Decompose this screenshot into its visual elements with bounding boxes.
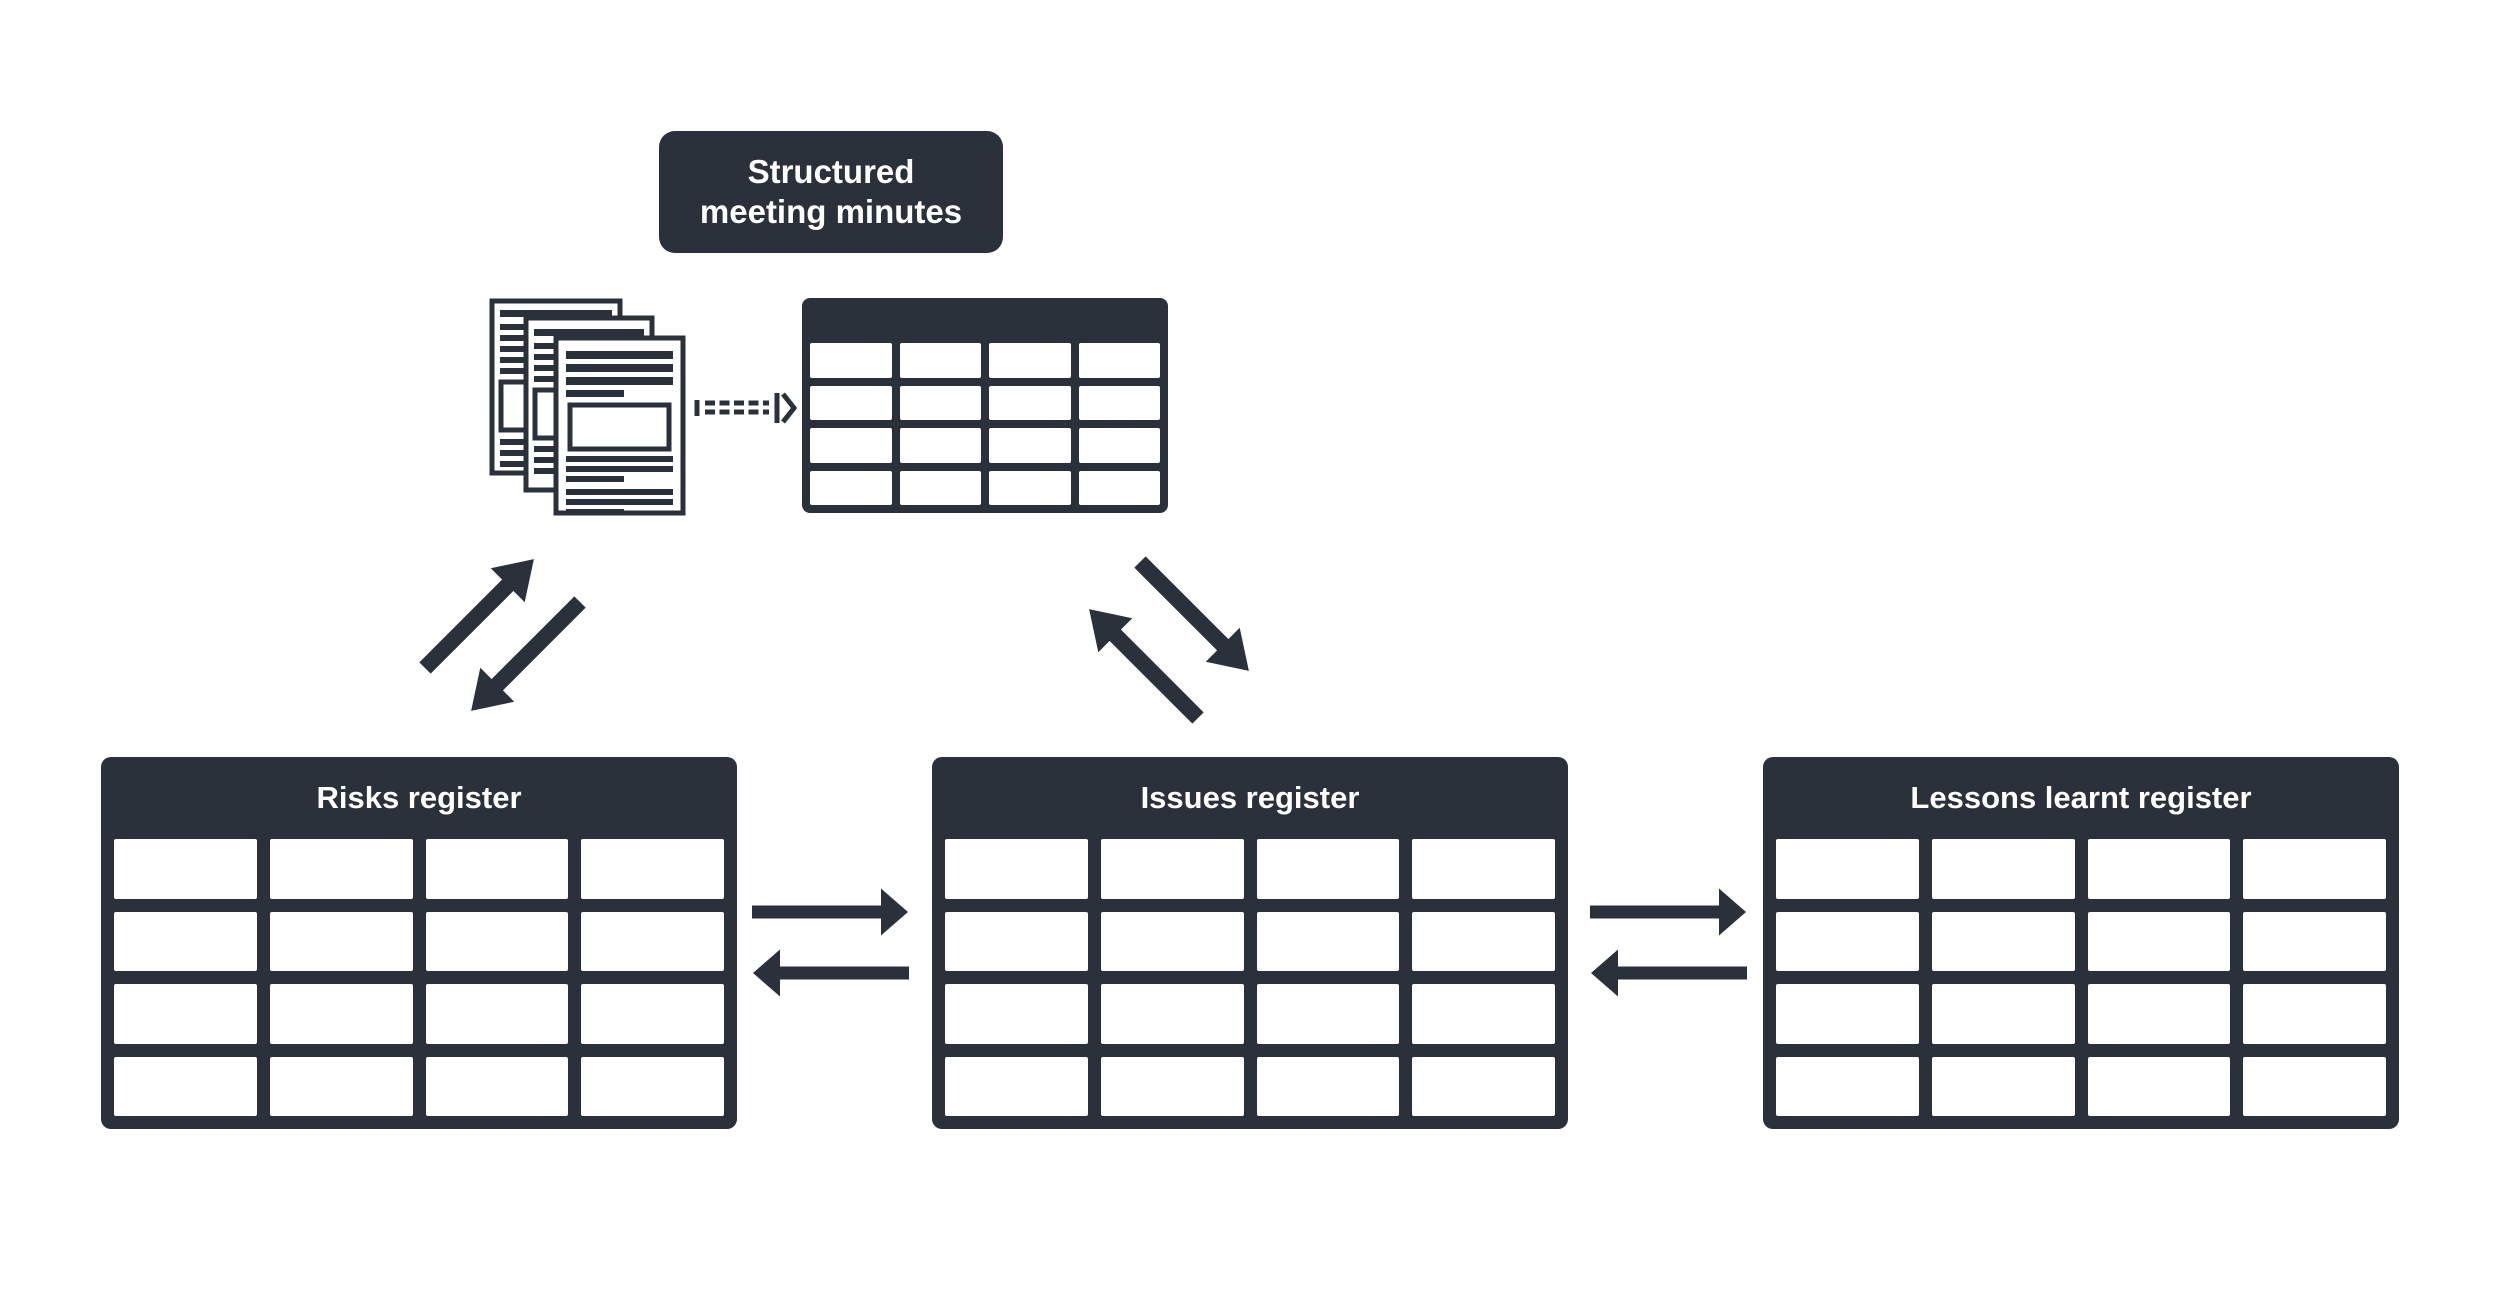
table-cell: [1078, 470, 1160, 505]
docs-to-table-dashed-arrow-icon: [694, 392, 798, 424]
lessons-learnt-register-table: Lessons learnt register: [1763, 757, 2399, 1129]
table-cell: [269, 911, 413, 971]
table-cell: [581, 1056, 724, 1116]
register-grid: [932, 839, 1568, 1129]
table-icon-header: [802, 298, 1168, 343]
table-cell: [425, 911, 569, 971]
table-cell: [425, 1056, 569, 1116]
table-cell: [1256, 1056, 1400, 1116]
table-cell: [1931, 984, 2075, 1044]
badge-line-2: meeting minutes: [699, 193, 963, 230]
table-cell: [581, 911, 724, 971]
table-cell: [1412, 1056, 1555, 1116]
table-cell: [810, 428, 892, 463]
table-cell: [2243, 1056, 2386, 1116]
table-cell: [810, 470, 892, 505]
table-cell: [581, 984, 724, 1044]
meeting-minutes-documents-icon: [489, 298, 686, 516]
table-cell: [1931, 1056, 2075, 1116]
structured-minutes-table-icon: [802, 298, 1168, 513]
register-title: Risks register: [316, 780, 522, 815]
table-cell: [1776, 911, 1919, 971]
table-cell: [1078, 428, 1160, 463]
table-cell: [269, 839, 413, 899]
table-cell: [810, 385, 892, 420]
table-cell: [945, 984, 1088, 1044]
table-cell: [945, 1056, 1088, 1116]
table-cell: [989, 428, 1071, 463]
table-cell: [899, 470, 981, 505]
table-cell: [1256, 839, 1400, 899]
table-cell: [2087, 1056, 2231, 1116]
table-cell: [114, 1056, 257, 1116]
table-cell: [2243, 839, 2386, 899]
table-cell: [2087, 911, 2231, 971]
table-cell: [989, 470, 1071, 505]
risks-issues-exchange-arrows-icon: [752, 888, 909, 997]
table-cell: [114, 984, 257, 1044]
risks-register-table: Risks register: [101, 757, 737, 1129]
register-title: Lessons learnt register: [1910, 780, 2252, 815]
table-cell: [2087, 839, 2231, 899]
register-grid: [101, 839, 737, 1129]
table-cell: [1100, 911, 1244, 971]
table-cell: [945, 839, 1088, 899]
table-icon-grid: [802, 343, 1168, 513]
table-cell: [899, 385, 981, 420]
table-cell: [1256, 911, 1400, 971]
table-cell: [1256, 984, 1400, 1044]
table-cell: [1412, 839, 1555, 899]
table-cell: [114, 911, 257, 971]
table-cell: [1100, 839, 1244, 899]
table-cell: [425, 839, 569, 899]
table-cell: [899, 428, 981, 463]
table-cell: [989, 343, 1071, 378]
table-cell: [1100, 1056, 1244, 1116]
table-cell: [425, 984, 569, 1044]
table-cell: [1931, 839, 2075, 899]
badge-line-1: Structured: [747, 153, 915, 190]
issues-lessons-exchange-arrows-icon: [1590, 888, 1747, 997]
table-cell: [2243, 911, 2386, 971]
table-cell: [899, 343, 981, 378]
table-cell: [269, 984, 413, 1044]
minutes-issues-sync-arrows-icon: [1089, 556, 1249, 724]
register-title: Issues register: [1140, 780, 1360, 815]
register-grid: [1763, 839, 2399, 1129]
table-cell: [1931, 911, 2075, 971]
table-cell: [2243, 984, 2386, 1044]
table-cell: [1100, 984, 1244, 1044]
issues-register-table: Issues register: [932, 757, 1568, 1129]
minutes-risks-sync-arrows-icon: [419, 559, 586, 711]
table-cell: [1412, 984, 1555, 1044]
table-cell: [810, 343, 892, 378]
table-cell: [1078, 385, 1160, 420]
table-cell: [114, 839, 257, 899]
table-cell: [269, 1056, 413, 1116]
table-cell: [1776, 984, 1919, 1044]
table-cell: [581, 839, 724, 899]
table-cell: [1776, 839, 1919, 899]
table-cell: [1776, 1056, 1919, 1116]
table-cell: [945, 911, 1088, 971]
table-cell: [1412, 911, 1555, 971]
structured-meeting-minutes-badge: Structured meeting minutes: [659, 131, 1003, 253]
table-cell: [989, 385, 1071, 420]
table-cell: [1078, 343, 1160, 378]
table-cell: [2087, 984, 2231, 1044]
